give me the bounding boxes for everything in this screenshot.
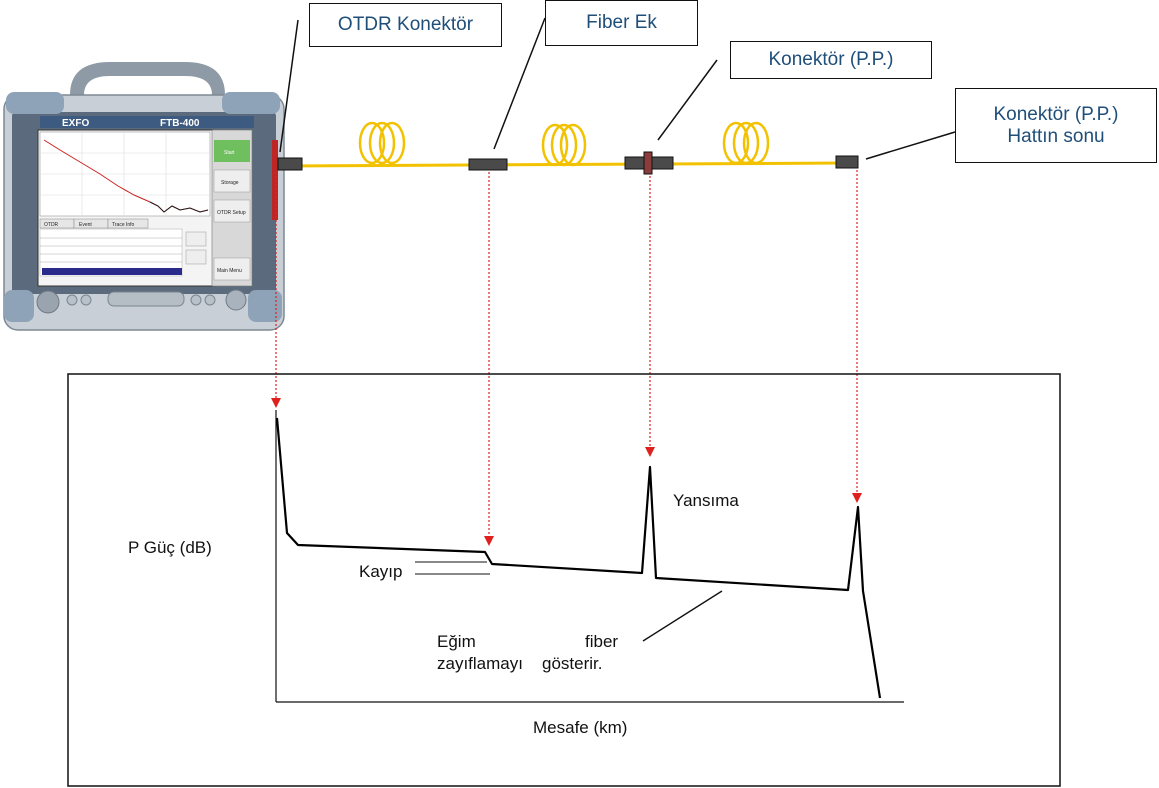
screen-storage-label: Storage	[221, 180, 239, 186]
x-axis-label: Mesafe (km)	[533, 718, 628, 737]
guide-arrowheads	[271, 398, 862, 546]
screen-mainmenu-label: Main Menu	[217, 268, 242, 274]
screen-tab-otdr: OTDR	[44, 222, 59, 228]
y-axis-label: P Güç (dB)	[128, 538, 212, 557]
fiber-link	[277, 121, 859, 175]
device-model: FTB-400	[160, 118, 200, 129]
screen-setup-label: OTDR Setup	[217, 210, 246, 216]
reflection-label: Yansıma	[673, 491, 739, 510]
guide-arrows	[275, 170, 858, 538]
screen-grid	[40, 132, 210, 216]
callout-fiber-splice: Fiber Ek	[545, 0, 698, 46]
dial-icon	[225, 289, 247, 311]
callout-otdr-connector: OTDR Konektör	[309, 3, 502, 47]
callout-otdr-connector-text: OTDR Konektör	[337, 14, 474, 35]
screen-tab-event: Event	[79, 222, 92, 228]
end-connector-block	[835, 155, 859, 169]
slope-label-word2: fiber	[585, 632, 619, 651]
callout-end-connector: Konektör (P.P.) Hattın sonu	[955, 88, 1157, 163]
splice-block	[468, 158, 508, 171]
device-brand: EXFO	[62, 118, 89, 129]
fiber-coil-2	[541, 123, 587, 167]
screen-tab-trace-info: Trace Info	[112, 222, 135, 228]
slope-label-word1: Eğim	[437, 632, 476, 651]
otdr-connector-block	[277, 157, 303, 171]
trace-axes	[275, 410, 904, 703]
speaker-icon	[36, 290, 60, 314]
screen-start-label: Start	[224, 150, 235, 156]
slope-label-word3: zayıflamayı	[437, 654, 523, 673]
callout-end-connector-line2: Hattın sonu	[1007, 125, 1105, 147]
slope-label-word4: gösterir.	[542, 654, 603, 673]
callout-fiber-splice-text: Fiber Ek	[586, 12, 657, 33]
callout-pp-connector: Konektör (P.P.)	[730, 41, 932, 79]
fiber-coil-1	[358, 121, 406, 165]
callout-pp-connector-text: Konektör (P.P.)	[768, 49, 894, 70]
loss-indicator	[415, 561, 490, 575]
otdr-device: EXFO FTB-400 OTDR Event Trace Info	[3, 62, 285, 331]
screen-tabs: OTDR Event Trace Info	[39, 218, 149, 229]
fiber-coil-3	[722, 121, 770, 165]
screen-start-button	[214, 140, 250, 162]
loss-label: Kayıp	[359, 562, 403, 581]
callout-end-connector-line1: Konektör (P.P.)	[993, 103, 1119, 125]
otdr-trace	[275, 417, 882, 699]
slope-pointer	[642, 590, 723, 642]
callout-leaders	[279, 17, 956, 160]
trace-panel	[67, 373, 1061, 787]
